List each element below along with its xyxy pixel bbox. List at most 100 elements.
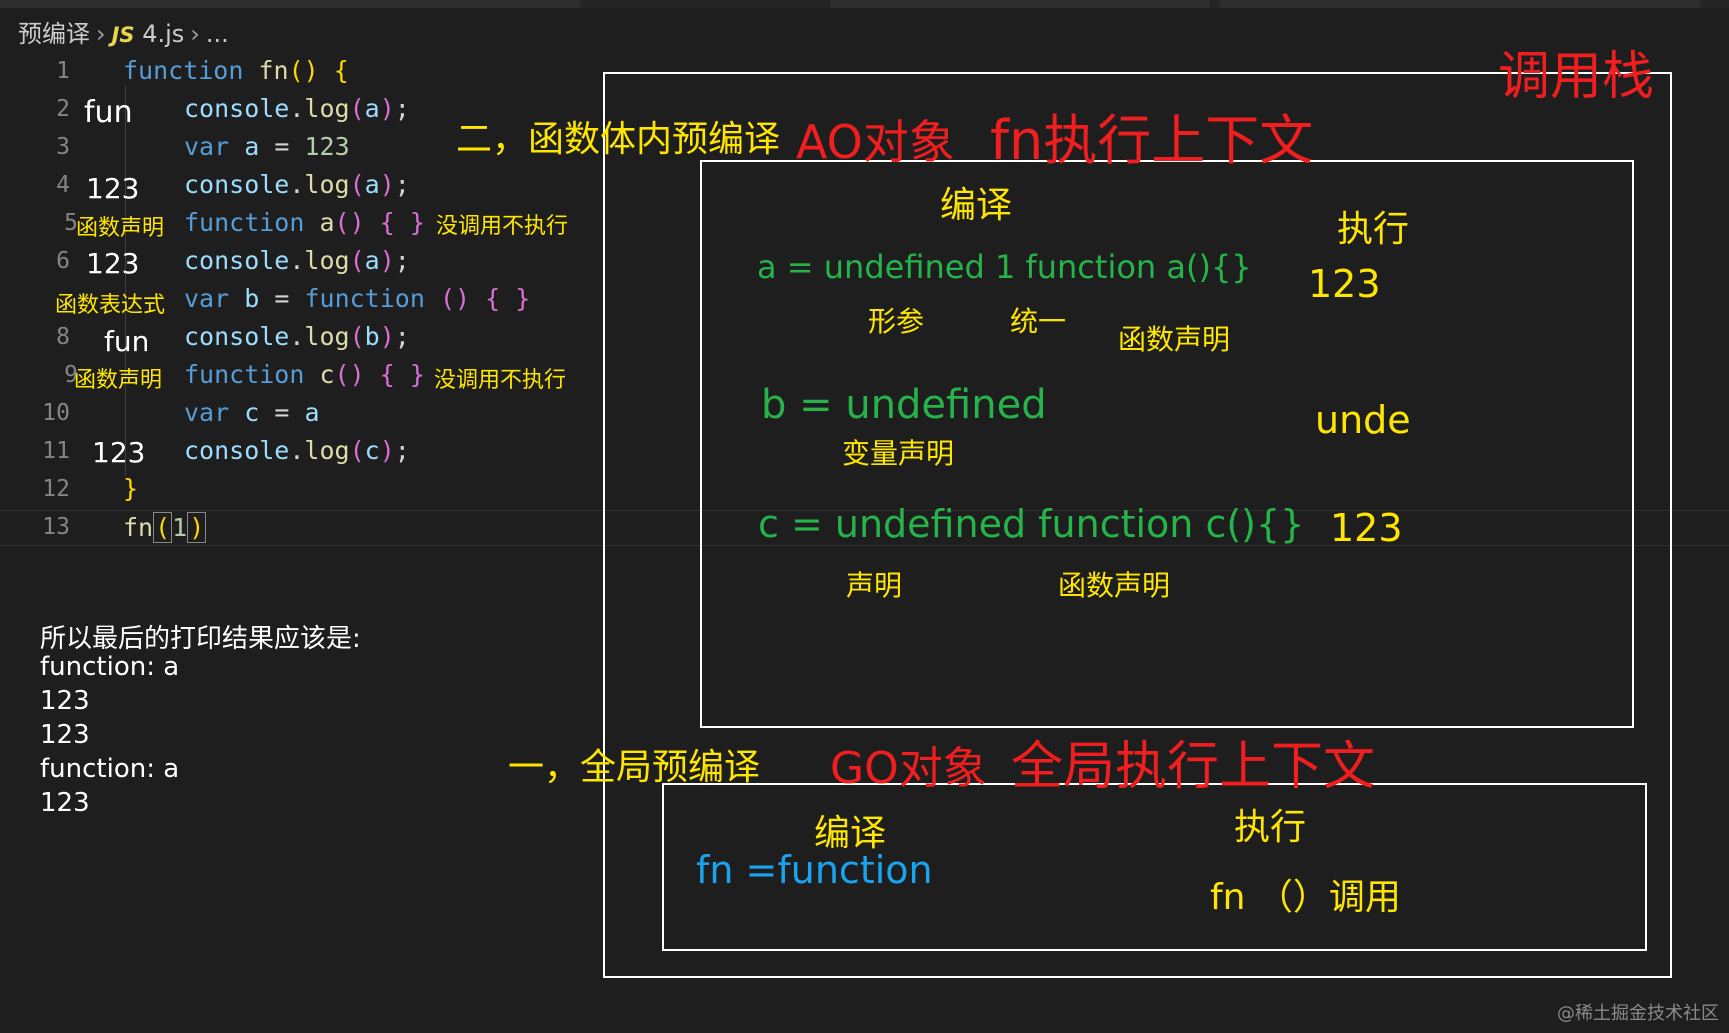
breadcrumb-folder[interactable]: 预编译 bbox=[18, 20, 90, 48]
code-line-8[interactable]: console.log(b); bbox=[184, 322, 410, 351]
parens: () bbox=[288, 56, 319, 85]
paren: ( bbox=[349, 436, 365, 465]
object: console bbox=[184, 170, 290, 199]
keyword: var bbox=[184, 132, 230, 161]
code-line-2[interactable]: console.log(a); bbox=[184, 94, 410, 123]
ao-row-b-exec: unde bbox=[1315, 398, 1411, 442]
line-number: 2 bbox=[56, 96, 70, 122]
go-object-label: GO对象 bbox=[830, 743, 987, 794]
semicolon: ; bbox=[394, 170, 410, 199]
argument: a bbox=[364, 170, 380, 199]
brace: { bbox=[379, 360, 395, 389]
annotation-123: 123 bbox=[86, 172, 140, 205]
annotation-not-called: 没调用不执行 bbox=[436, 214, 569, 239]
method: log bbox=[304, 94, 350, 123]
go-compile-heading: 编译 bbox=[814, 813, 887, 854]
line-number: 8 bbox=[56, 324, 70, 350]
argument: a bbox=[364, 94, 380, 123]
result-line: function: a bbox=[40, 754, 180, 784]
paren: ) bbox=[379, 94, 395, 123]
ao-context-box bbox=[700, 160, 1634, 728]
ao-row-a-label: 形参 bbox=[868, 305, 925, 338]
paren: ( bbox=[155, 513, 171, 542]
paren: ) bbox=[189, 513, 205, 542]
method: log bbox=[304, 436, 350, 465]
method: log bbox=[304, 246, 350, 275]
ao-row-a-label: 统一 bbox=[1010, 305, 1067, 338]
brace: } bbox=[123, 474, 139, 503]
result-line: function: a bbox=[40, 652, 180, 682]
dot: . bbox=[289, 170, 305, 199]
ao-compile-heading: 编译 bbox=[940, 185, 1013, 226]
breadcrumb-file[interactable]: 4.js bbox=[142, 20, 185, 48]
code-line-1[interactable]: function fn() { bbox=[123, 56, 349, 85]
function-name: fn bbox=[258, 56, 289, 85]
watermark: @稀土掘金技术社区 bbox=[1557, 1003, 1719, 1024]
line-number: 3 bbox=[56, 134, 70, 160]
operator: = bbox=[274, 284, 290, 313]
method: log bbox=[304, 322, 350, 351]
number: 123 bbox=[304, 132, 350, 161]
chevron-right-icon: › bbox=[96, 20, 106, 48]
tab-strip-segment bbox=[0, 0, 580, 8]
identifier: a bbox=[244, 132, 260, 161]
ao-row-c: c = undefined function c(){} bbox=[758, 502, 1305, 546]
call-stack-label: 调用栈 bbox=[1498, 47, 1655, 107]
paren: ) bbox=[379, 436, 395, 465]
code-line-11[interactable]: console.log(c); bbox=[184, 436, 410, 465]
go-step-label: 一，全局预编译 bbox=[508, 747, 761, 788]
indent-guide bbox=[125, 86, 126, 476]
annotation-function-declaration: 函数声明 bbox=[76, 216, 165, 241]
method: log bbox=[304, 170, 350, 199]
tab-strip-segment bbox=[830, 0, 1210, 8]
line-number: 1 bbox=[56, 58, 70, 84]
ao-object-label: AO对象 bbox=[796, 115, 955, 169]
keyword: var bbox=[184, 398, 230, 427]
line-number: 13 bbox=[42, 514, 70, 540]
semicolon: ; bbox=[394, 436, 410, 465]
go-context-label: 全局执行上下文 bbox=[1011, 737, 1376, 797]
code-line-10[interactable]: var c = a bbox=[184, 398, 320, 427]
keyword: function bbox=[184, 360, 305, 389]
line-number: 12 bbox=[42, 476, 70, 502]
semicolon: ; bbox=[394, 94, 410, 123]
code-line-9[interactable]: function c() { } bbox=[184, 360, 425, 389]
line-number: 4 bbox=[56, 172, 70, 198]
code-line-5[interactable]: function a() { } bbox=[184, 208, 425, 237]
argument: c bbox=[364, 436, 380, 465]
parens: () bbox=[334, 208, 365, 237]
code-line-3[interactable]: var a = 123 bbox=[184, 132, 350, 161]
semicolon: ; bbox=[394, 246, 410, 275]
ao-row-b-label: 变量声明 bbox=[842, 437, 955, 470]
code-line-4[interactable]: console.log(a); bbox=[184, 170, 410, 199]
go-exec-heading: 执行 bbox=[1234, 807, 1307, 848]
line-number: 11 bbox=[42, 438, 70, 464]
identifier: a bbox=[304, 398, 320, 427]
number: 1 bbox=[172, 513, 188, 542]
object: console bbox=[184, 322, 290, 351]
brace: } bbox=[409, 360, 425, 389]
annotation-function-declaration: 函数声明 bbox=[74, 368, 163, 393]
code-line-7[interactable]: var b = function () { } bbox=[184, 284, 530, 313]
ao-row-a-exec: 123 bbox=[1308, 262, 1381, 306]
result-line: 123 bbox=[40, 686, 90, 716]
ao-row-b: b = undefined bbox=[761, 382, 1047, 428]
breadcrumb-symbols[interactable]: ... bbox=[205, 20, 229, 48]
operator: = bbox=[274, 398, 290, 427]
paren: ) bbox=[379, 246, 395, 275]
ao-context-label: fn执行上下文 bbox=[990, 109, 1314, 172]
call-stack-box bbox=[603, 72, 1672, 978]
code-line-13[interactable]: fn(1) bbox=[123, 512, 207, 543]
keyword: function bbox=[304, 284, 425, 313]
paren: ) bbox=[379, 322, 395, 351]
paren: ( bbox=[349, 246, 365, 275]
ao-row-a: a = undefined 1 function a(){} bbox=[757, 248, 1252, 286]
function-name: c bbox=[319, 360, 335, 389]
parens: () bbox=[439, 284, 471, 313]
code-line-6[interactable]: console.log(a); bbox=[184, 246, 410, 275]
brace: { bbox=[333, 56, 349, 85]
annotation-123: 123 bbox=[92, 436, 146, 469]
code-line-12[interactable]: } bbox=[123, 474, 138, 503]
semicolon: ; bbox=[394, 322, 410, 351]
line-number: 10 bbox=[42, 400, 70, 426]
